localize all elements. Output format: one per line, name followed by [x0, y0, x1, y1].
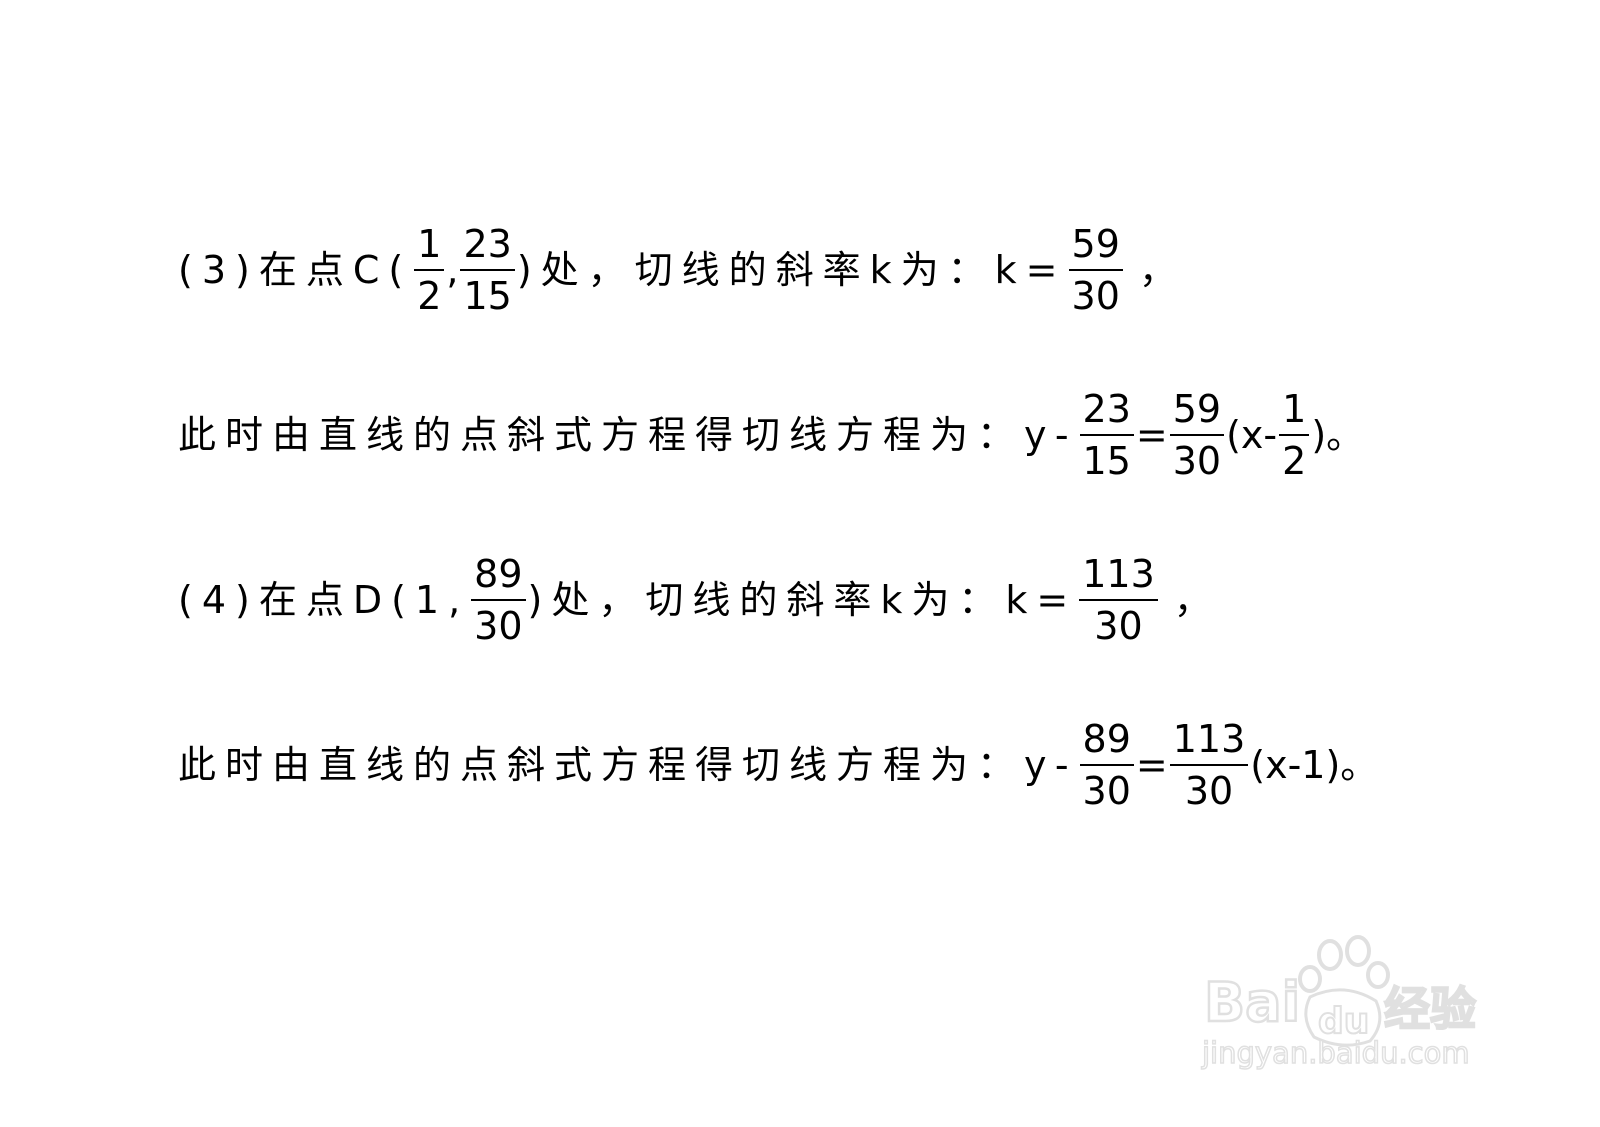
equation-line-tangent-d: 此时由直线的点斜式方程得切线方程为：y- 89 30 = 113 30 (x-1…	[178, 720, 1378, 810]
denominator: 30	[1172, 439, 1222, 483]
equation-line-slope-c: (3)在点C( 1 2 , 23 15 )处，切线的斜率k为：k= 59 30 …	[178, 225, 1186, 315]
equation-line-slope-d: (4)在点D(1, 89 30 )处，切线的斜率k为：k= 113 30 ，	[178, 555, 1221, 645]
fraction-slope: 113 30	[1169, 717, 1249, 813]
denominator: 30	[1094, 604, 1143, 648]
equation-line-tangent-c: 此时由直线的点斜式方程得切线方程为：y- 23 15 = 59 30 (x- 1…	[178, 390, 1364, 480]
line-mid: )处，切线的斜率k为：k=	[516, 248, 1067, 292]
watermark-cn: 经验	[1384, 982, 1476, 1036]
numerator: 1	[417, 222, 442, 266]
watermark-paw-du: du	[1304, 988, 1382, 1047]
watermark-graphic: Bai du 经验 jingyan.baidu.com	[1200, 935, 1477, 1071]
numerator: 89	[1082, 717, 1131, 761]
denominator: 30	[474, 604, 523, 648]
line-prefix: (4)在点D(1,	[178, 578, 470, 622]
line-suffix: ，	[1173, 578, 1221, 622]
baidu-jingyan-watermark: Bai du 经验 jingyan.baidu.com	[1198, 935, 1498, 1075]
line-suffix: (x-1)。	[1250, 743, 1379, 787]
baidu-paw-icon	[1298, 935, 1390, 993]
equals-sign: =	[1135, 743, 1168, 787]
line-suffix: ，	[1138, 248, 1186, 292]
fraction-y-d: 89 30	[471, 552, 526, 648]
line-prefix: (3)在点C(	[178, 248, 413, 292]
fraction-y-d: 89 30	[1079, 717, 1134, 813]
line-mid: )处，切线的斜率k为：k=	[527, 578, 1078, 622]
denominator: 15	[463, 274, 512, 318]
fraction-bar	[1079, 434, 1134, 436]
comma: ,	[446, 248, 459, 292]
watermark-brand-du: du	[1318, 1001, 1369, 1042]
denominator: 15	[1082, 439, 1131, 483]
fraction-bar	[1068, 269, 1123, 271]
denominator: 30	[1071, 274, 1120, 318]
fraction-y-c: 23 15	[1079, 387, 1134, 483]
watermark-url: jingyan.baidu.com	[1201, 1036, 1470, 1070]
line-suffix: )。	[1311, 413, 1365, 457]
fraction-x-c: 1 2	[414, 222, 445, 318]
denominator: 2	[417, 274, 442, 318]
numerator: 59	[1172, 387, 1222, 431]
fraction-bar	[1279, 434, 1310, 436]
numerator: 23	[463, 222, 512, 266]
fraction-bar	[1169, 764, 1249, 766]
line-prefix: 此时由直线的点斜式方程得切线方程为：y-	[178, 413, 1078, 457]
fraction-bar	[414, 269, 445, 271]
fraction-bar	[1079, 599, 1158, 601]
numerator: 113	[1172, 717, 1246, 761]
fraction-bar	[1079, 764, 1134, 766]
fraction-bar	[1169, 434, 1225, 436]
numerator: 113	[1082, 552, 1155, 596]
numerator: 23	[1082, 387, 1131, 431]
numerator: 1	[1282, 387, 1307, 431]
fraction-bar	[471, 599, 526, 601]
line-mid: (x-	[1226, 413, 1278, 457]
fraction-bar	[460, 269, 515, 271]
fraction-y-c: 23 15	[460, 222, 515, 318]
denominator: 30	[1184, 769, 1234, 813]
numerator: 89	[474, 552, 523, 596]
line-prefix: 此时由直线的点斜式方程得切线方程为：y-	[178, 743, 1078, 787]
denominator: 30	[1082, 769, 1131, 813]
numerator: 59	[1071, 222, 1120, 266]
fraction-slope: 59 30	[1068, 222, 1123, 318]
denominator: 2	[1282, 439, 1307, 483]
fraction-slope: 59 30	[1169, 387, 1225, 483]
equals-sign: =	[1135, 413, 1168, 457]
fraction-x-c: 1 2	[1279, 387, 1310, 483]
fraction-slope: 113 30	[1079, 555, 1158, 645]
watermark-brand: Bai	[1204, 971, 1300, 1034]
